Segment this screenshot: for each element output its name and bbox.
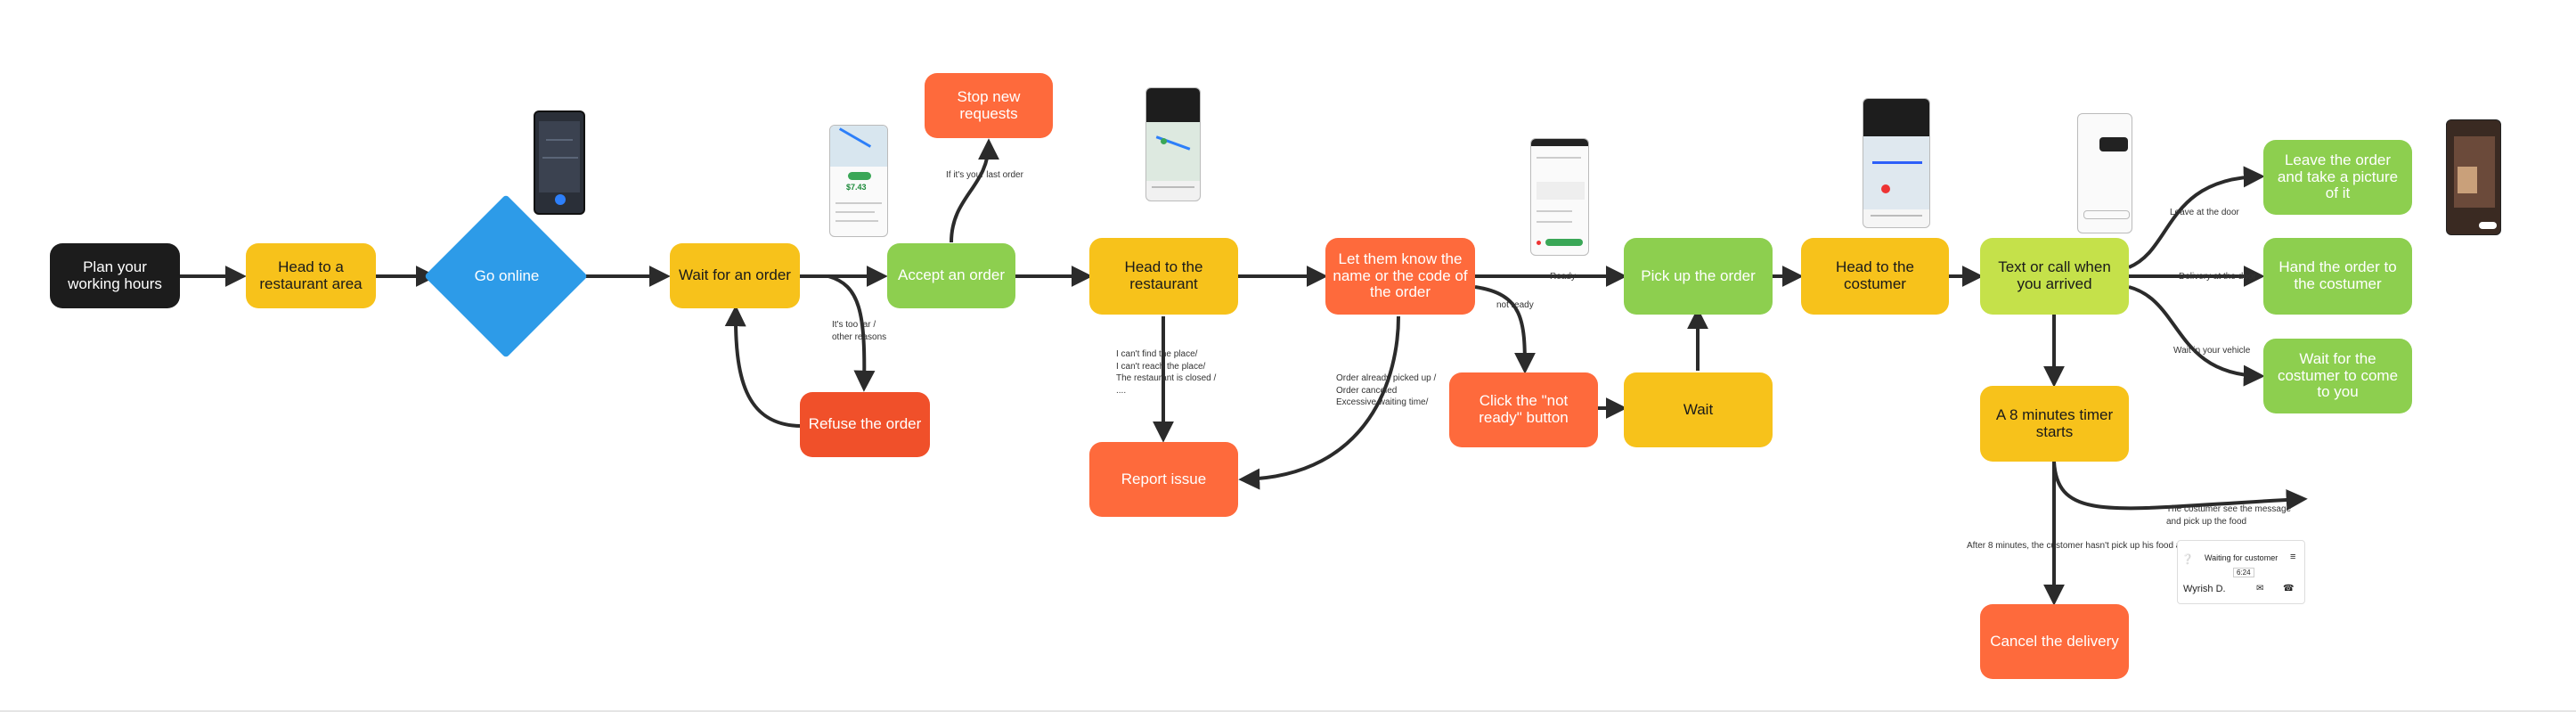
node-head-area[interactable]: Head to a restaurant area xyxy=(246,243,376,308)
node-head-restaurant[interactable]: Head to the restaurant xyxy=(1089,238,1238,315)
node-wait[interactable]: Wait xyxy=(1624,372,1773,447)
node-pickup[interactable]: Pick up the order xyxy=(1624,238,1773,315)
node-wait-customer[interactable]: Wait for the costumer to come to you xyxy=(2263,339,2412,413)
label-cant-reach: I can't find the place/I can't reach the… xyxy=(1116,349,1217,396)
node-timer[interactable]: A 8 minutes timer starts xyxy=(1980,386,2129,462)
edge-text-to-wait-customer xyxy=(2128,285,2265,387)
phone-screen-photo xyxy=(2446,119,2501,235)
edge-text-to-leave xyxy=(2128,166,2265,269)
accept-amount: $7.43 xyxy=(846,183,867,192)
label-ready: Ready xyxy=(1550,272,1576,282)
node-not-ready-button[interactable]: Click the "not ready" button xyxy=(1449,372,1598,447)
waiting-timer: 6:24 xyxy=(2233,568,2254,577)
message-icon[interactable]: ✉ xyxy=(2256,584,2264,593)
phone-screen-online-map xyxy=(534,110,585,215)
bottom-divider xyxy=(0,710,2576,712)
label-not-ready: not ready xyxy=(1496,300,1534,310)
phone-screen-accept: $7.43 xyxy=(829,125,888,237)
waiting-title: Waiting for customer xyxy=(2205,553,2278,562)
node-head-customer[interactable]: Head to the costumer xyxy=(1801,238,1949,315)
edge-wait-to-refuse xyxy=(827,274,876,392)
node-refuse[interactable]: Refuse the order xyxy=(800,392,930,457)
node-hand[interactable]: Hand the order to the costumer xyxy=(2263,238,2412,315)
node-stop-requests[interactable]: Stop new requests xyxy=(925,73,1053,138)
node-wait-order[interactable]: Wait for an order xyxy=(670,243,800,308)
label-delivery-door: Delivery at the door xyxy=(2179,272,2256,282)
label-after-8: After 8 minutes, the customer hasn't pic… xyxy=(1967,541,2191,551)
node-text-call[interactable]: Text or call when you arrived xyxy=(1980,238,2129,315)
edge-let-know-to-report xyxy=(1238,315,1400,490)
label-picked-up: Order already picked up /Order canceled … xyxy=(1336,373,1437,407)
node-accept[interactable]: Accept an order xyxy=(887,243,1015,308)
edge-timer-to-picked xyxy=(2052,461,2308,511)
phone-screen-navigation xyxy=(1145,87,1201,201)
menu-icon[interactable]: ≡ xyxy=(2290,552,2296,562)
node-leave[interactable]: Leave the order and take a picture of it xyxy=(2263,140,2412,215)
phone-screen-chat xyxy=(2077,113,2132,233)
label-leave-door: Leave at the door xyxy=(2170,208,2239,217)
label-too-far: It's too far /other reasons xyxy=(832,320,887,342)
customer-name: Wyrish D. xyxy=(2183,584,2226,594)
phone-icon[interactable]: ☎ xyxy=(2283,584,2295,593)
node-report[interactable]: Report issue xyxy=(1089,442,1238,517)
label-last-order: If it's your last order xyxy=(946,170,1023,180)
help-icon[interactable]: ❔ xyxy=(2181,554,2194,565)
waiting-for-customer-card: ❔ Waiting for customer ≡ 6:24 Wyrish D. … xyxy=(2177,540,2305,604)
node-plan[interactable]: Plan your working hours xyxy=(50,243,180,308)
label-wait-vehicle: Wait in your vehicle xyxy=(2173,346,2251,356)
edge-refuse-to-wait xyxy=(724,305,803,428)
phone-screen-customer-map xyxy=(1863,98,1930,228)
node-go-online-label: Go online xyxy=(474,267,540,284)
edge-accept-to-stop xyxy=(950,138,999,243)
phone-screen-restaurant xyxy=(1530,138,1589,256)
node-let-know[interactable]: Let them know the name or the code of th… xyxy=(1325,238,1475,315)
edge-let-know-to-not-ready xyxy=(1474,285,1536,374)
node-cancel[interactable]: Cancel the delivery xyxy=(1980,604,2129,679)
